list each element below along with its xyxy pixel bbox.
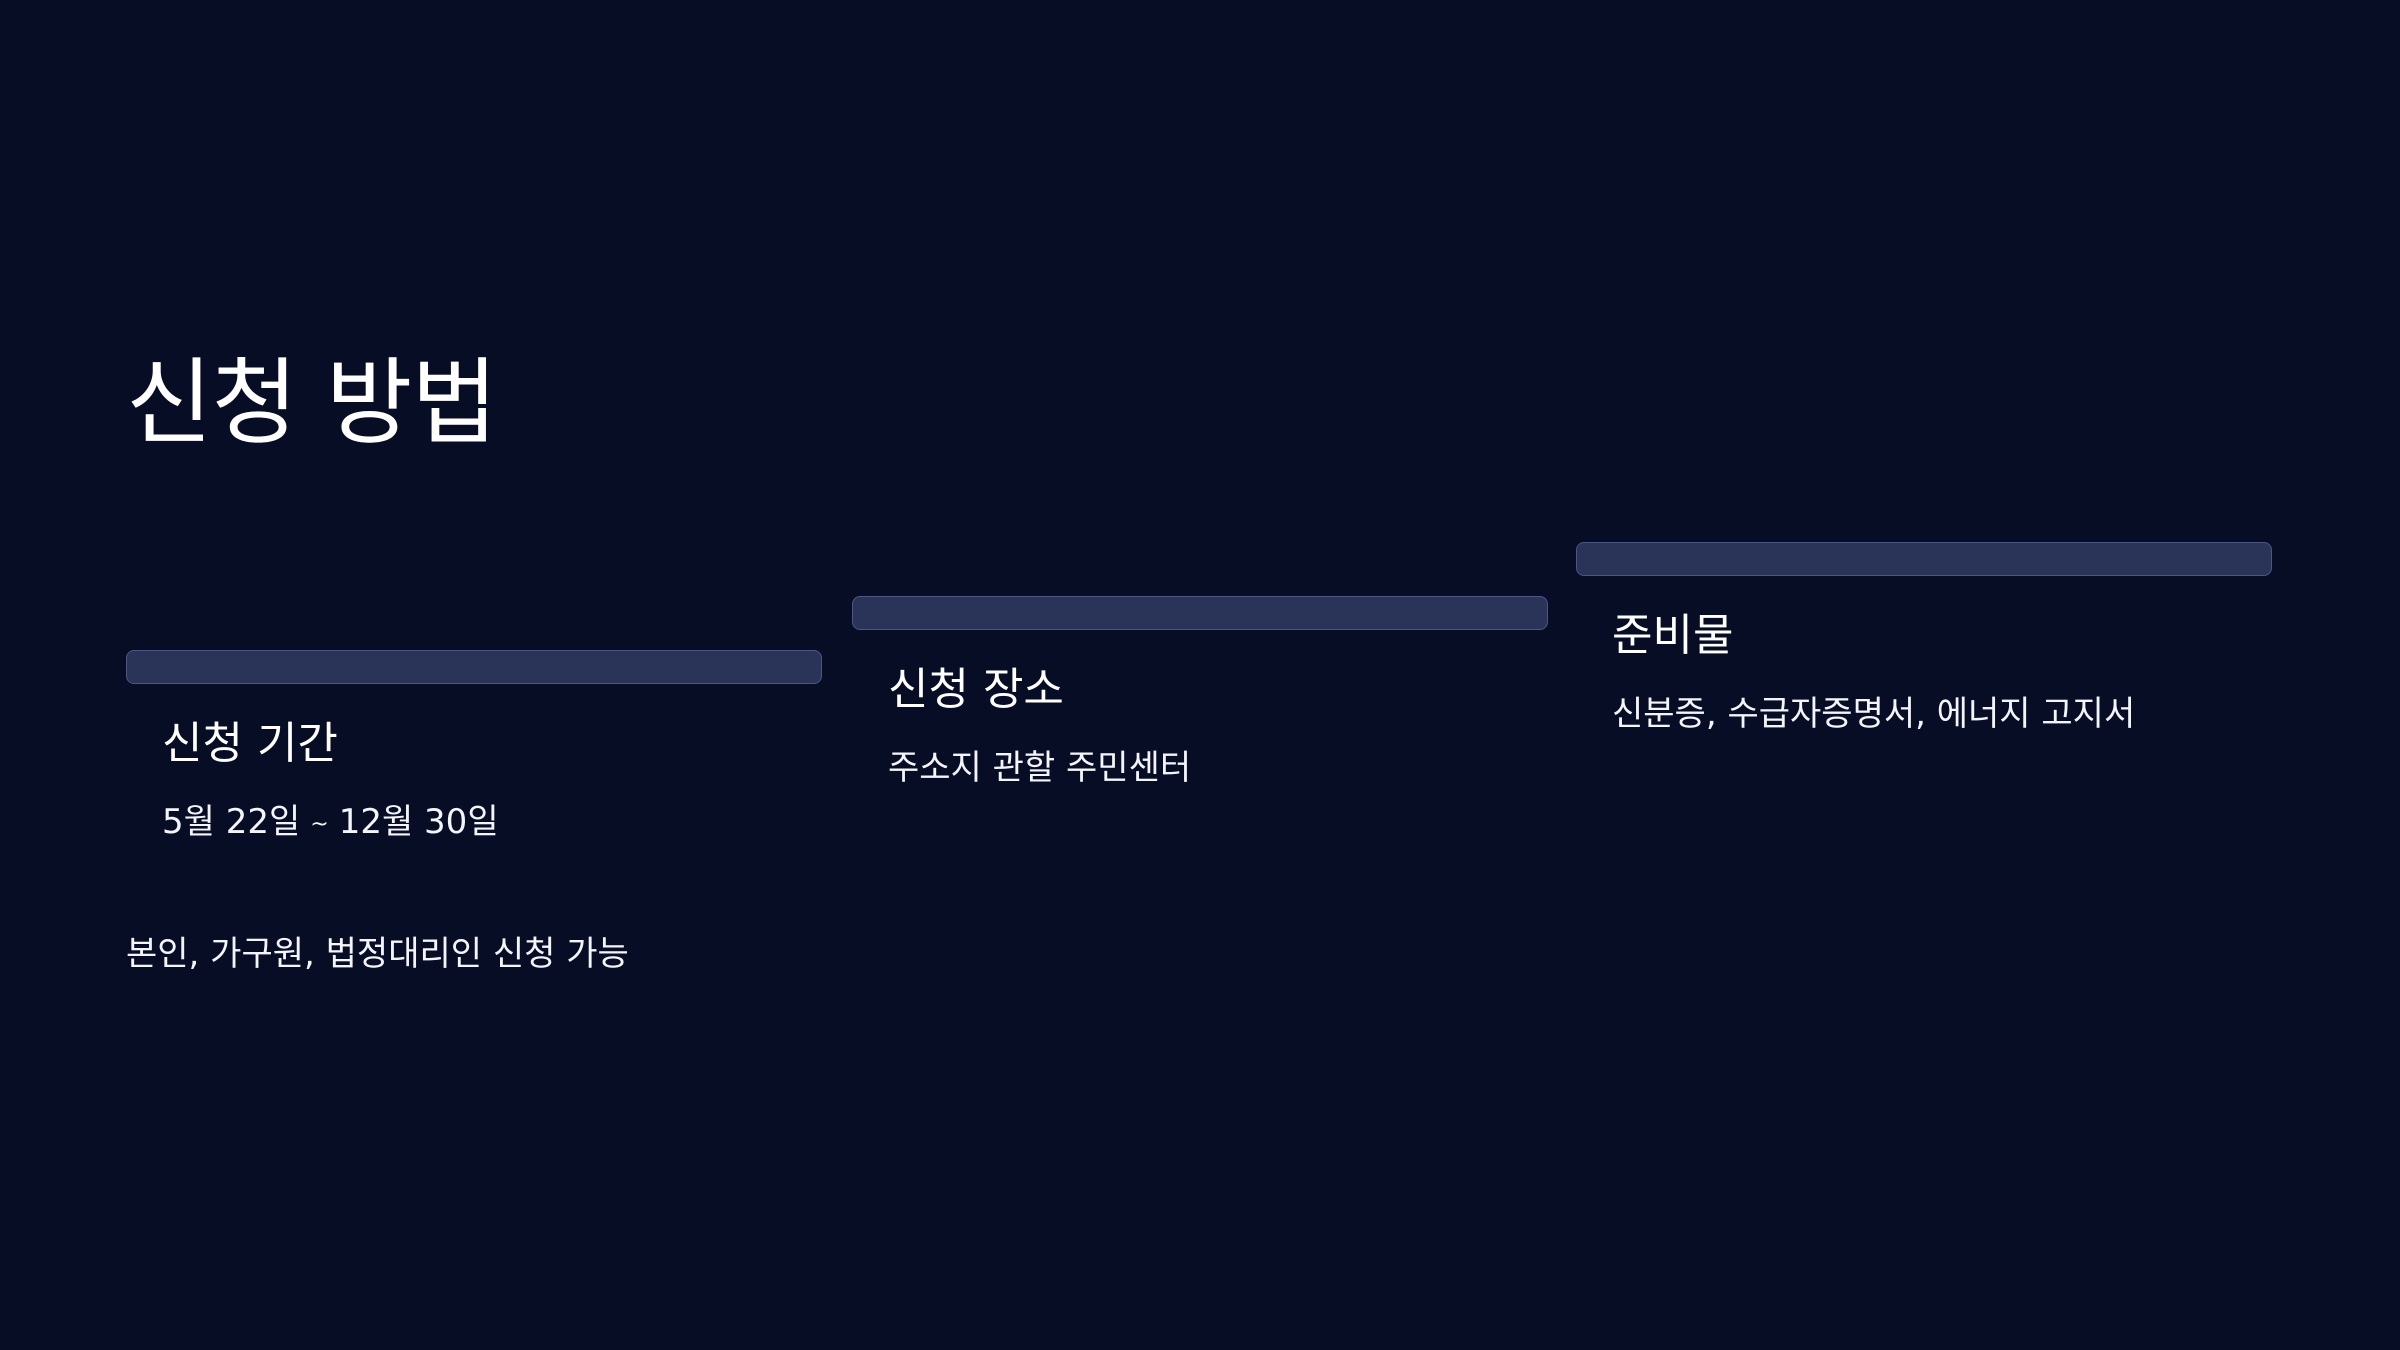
period-separator: ~ bbox=[310, 812, 329, 837]
step-heading-application-place: 신청 장소 bbox=[888, 664, 1064, 715]
step-heading-application-period: 신청 기간 bbox=[162, 718, 338, 769]
step-body-application-period: 5월 22일 ~12월 30일 bbox=[162, 800, 499, 844]
step-bar-application-place bbox=[852, 596, 1548, 630]
step-bar-required-documents bbox=[1576, 542, 2272, 576]
step-body-application-place: 주소지 관할 주민센터 bbox=[888, 748, 1192, 788]
page-title: 신청 방법 bbox=[126, 349, 498, 458]
step-heading-required-documents: 준비물 bbox=[1612, 610, 1734, 661]
step-body-required-documents: 신분증, 수급자증명서, 에너지 고지서 bbox=[1612, 694, 2136, 734]
eligibility-note: 본인, 가구원, 법정대리인 신청 가능 bbox=[126, 934, 629, 974]
step-bar-application-period bbox=[126, 650, 822, 684]
period-start-date: 5월 22일 bbox=[162, 802, 301, 842]
period-end-date: 12월 30일 bbox=[338, 802, 499, 842]
